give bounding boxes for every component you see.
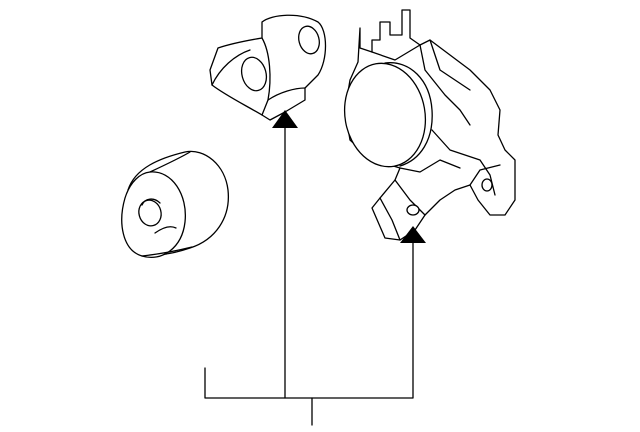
bushing-part [121, 150, 229, 258]
arrow-head-upper-mount [272, 110, 298, 128]
callout-lines [204, 110, 426, 426]
engine-mount-part [343, 9, 516, 241]
arrow-head-engine-mount [400, 226, 426, 243]
upper-mount-part [209, 14, 327, 121]
